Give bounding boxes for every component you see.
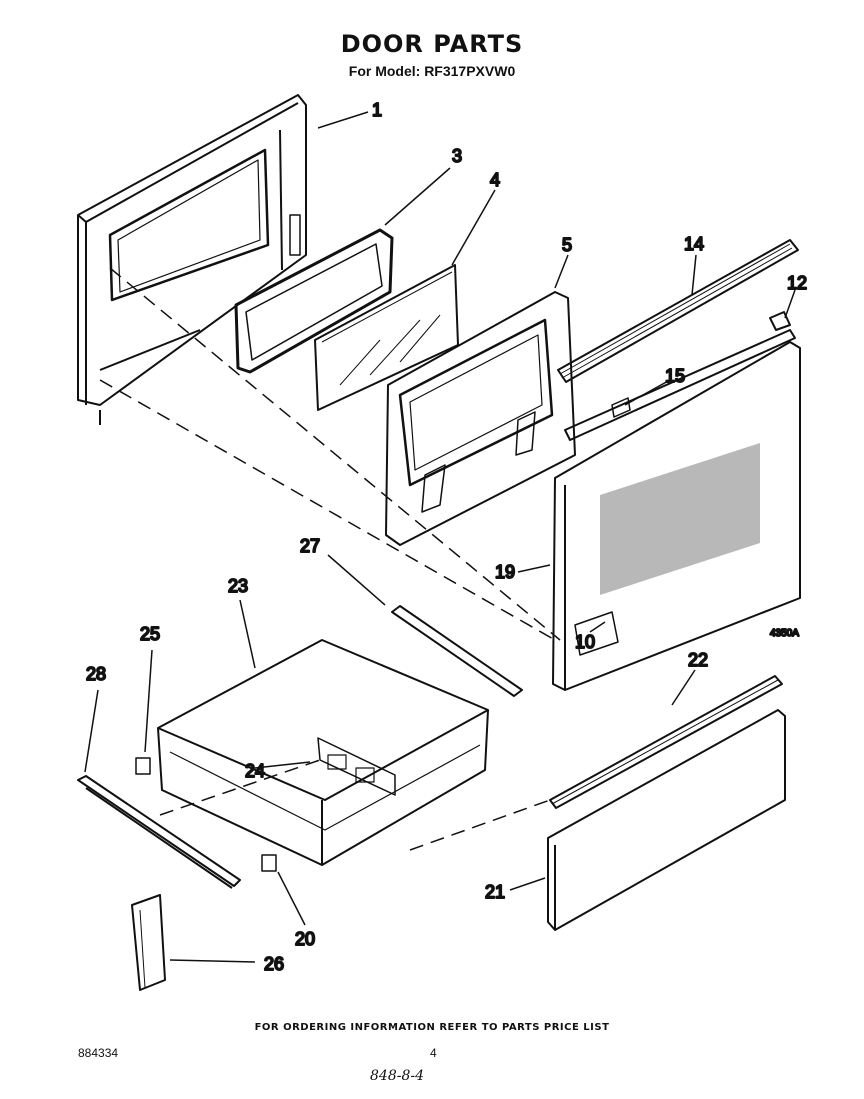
catalog-number: 884334 xyxy=(78,1046,119,1060)
part-1-door-frame xyxy=(77,94,307,425)
part-5-inner-liner xyxy=(385,291,576,546)
figure-code: 4350A xyxy=(770,628,799,639)
part-26-end-cap xyxy=(131,894,166,991)
callout-23: 23 xyxy=(228,576,248,596)
callout-26: 26 xyxy=(264,954,284,974)
part-21-drawer-front xyxy=(547,709,786,931)
callout-24: 24 xyxy=(245,761,265,781)
part-25-clip xyxy=(135,757,151,775)
callout-21: 21 xyxy=(485,882,505,902)
part-20-clip xyxy=(261,854,277,872)
ordering-note: FOR ORDERING INFORMATION REFER TO PARTS … xyxy=(254,1022,610,1033)
handwritten-note: 848-8-4 xyxy=(370,1068,424,1084)
page-title: DOOR PARTS xyxy=(340,30,524,58)
part-19-outer-panel xyxy=(552,341,801,691)
part-3-gasket xyxy=(234,228,394,374)
callout-3: 3 xyxy=(452,146,462,166)
part-27-strip xyxy=(391,605,523,697)
callout-27: 27 xyxy=(300,536,320,556)
callout-15: 15 xyxy=(665,366,685,386)
leader-lines xyxy=(84,111,796,963)
part-14-top-trim xyxy=(557,239,799,383)
callout-12: 12 xyxy=(787,273,807,293)
part-23-drawer xyxy=(157,639,489,866)
callout-1: 1 xyxy=(372,100,382,120)
part-15-channel xyxy=(564,329,796,441)
page-number: 4 xyxy=(430,1046,437,1060)
callout-22: 22 xyxy=(688,650,708,670)
model-subtitle: For Model: RF317PXVW0 xyxy=(348,63,516,79)
callout-4: 4 xyxy=(490,170,500,190)
callout-10: 10 xyxy=(575,632,595,652)
assembly-lines xyxy=(99,267,561,851)
callout-labels: 1 3 4 5 14 12 15 19 10 27 23 25 28 24 22… xyxy=(85,99,808,975)
callout-5: 5 xyxy=(562,235,572,255)
callout-14: 14 xyxy=(684,234,704,254)
callout-25: 25 xyxy=(140,624,160,644)
part-12-bracket xyxy=(769,311,791,331)
part-28-rail xyxy=(77,775,241,889)
callout-28: 28 xyxy=(86,664,106,684)
callout-19: 19 xyxy=(495,562,515,582)
part-22-trim xyxy=(549,675,783,809)
callout-20: 20 xyxy=(295,929,315,949)
